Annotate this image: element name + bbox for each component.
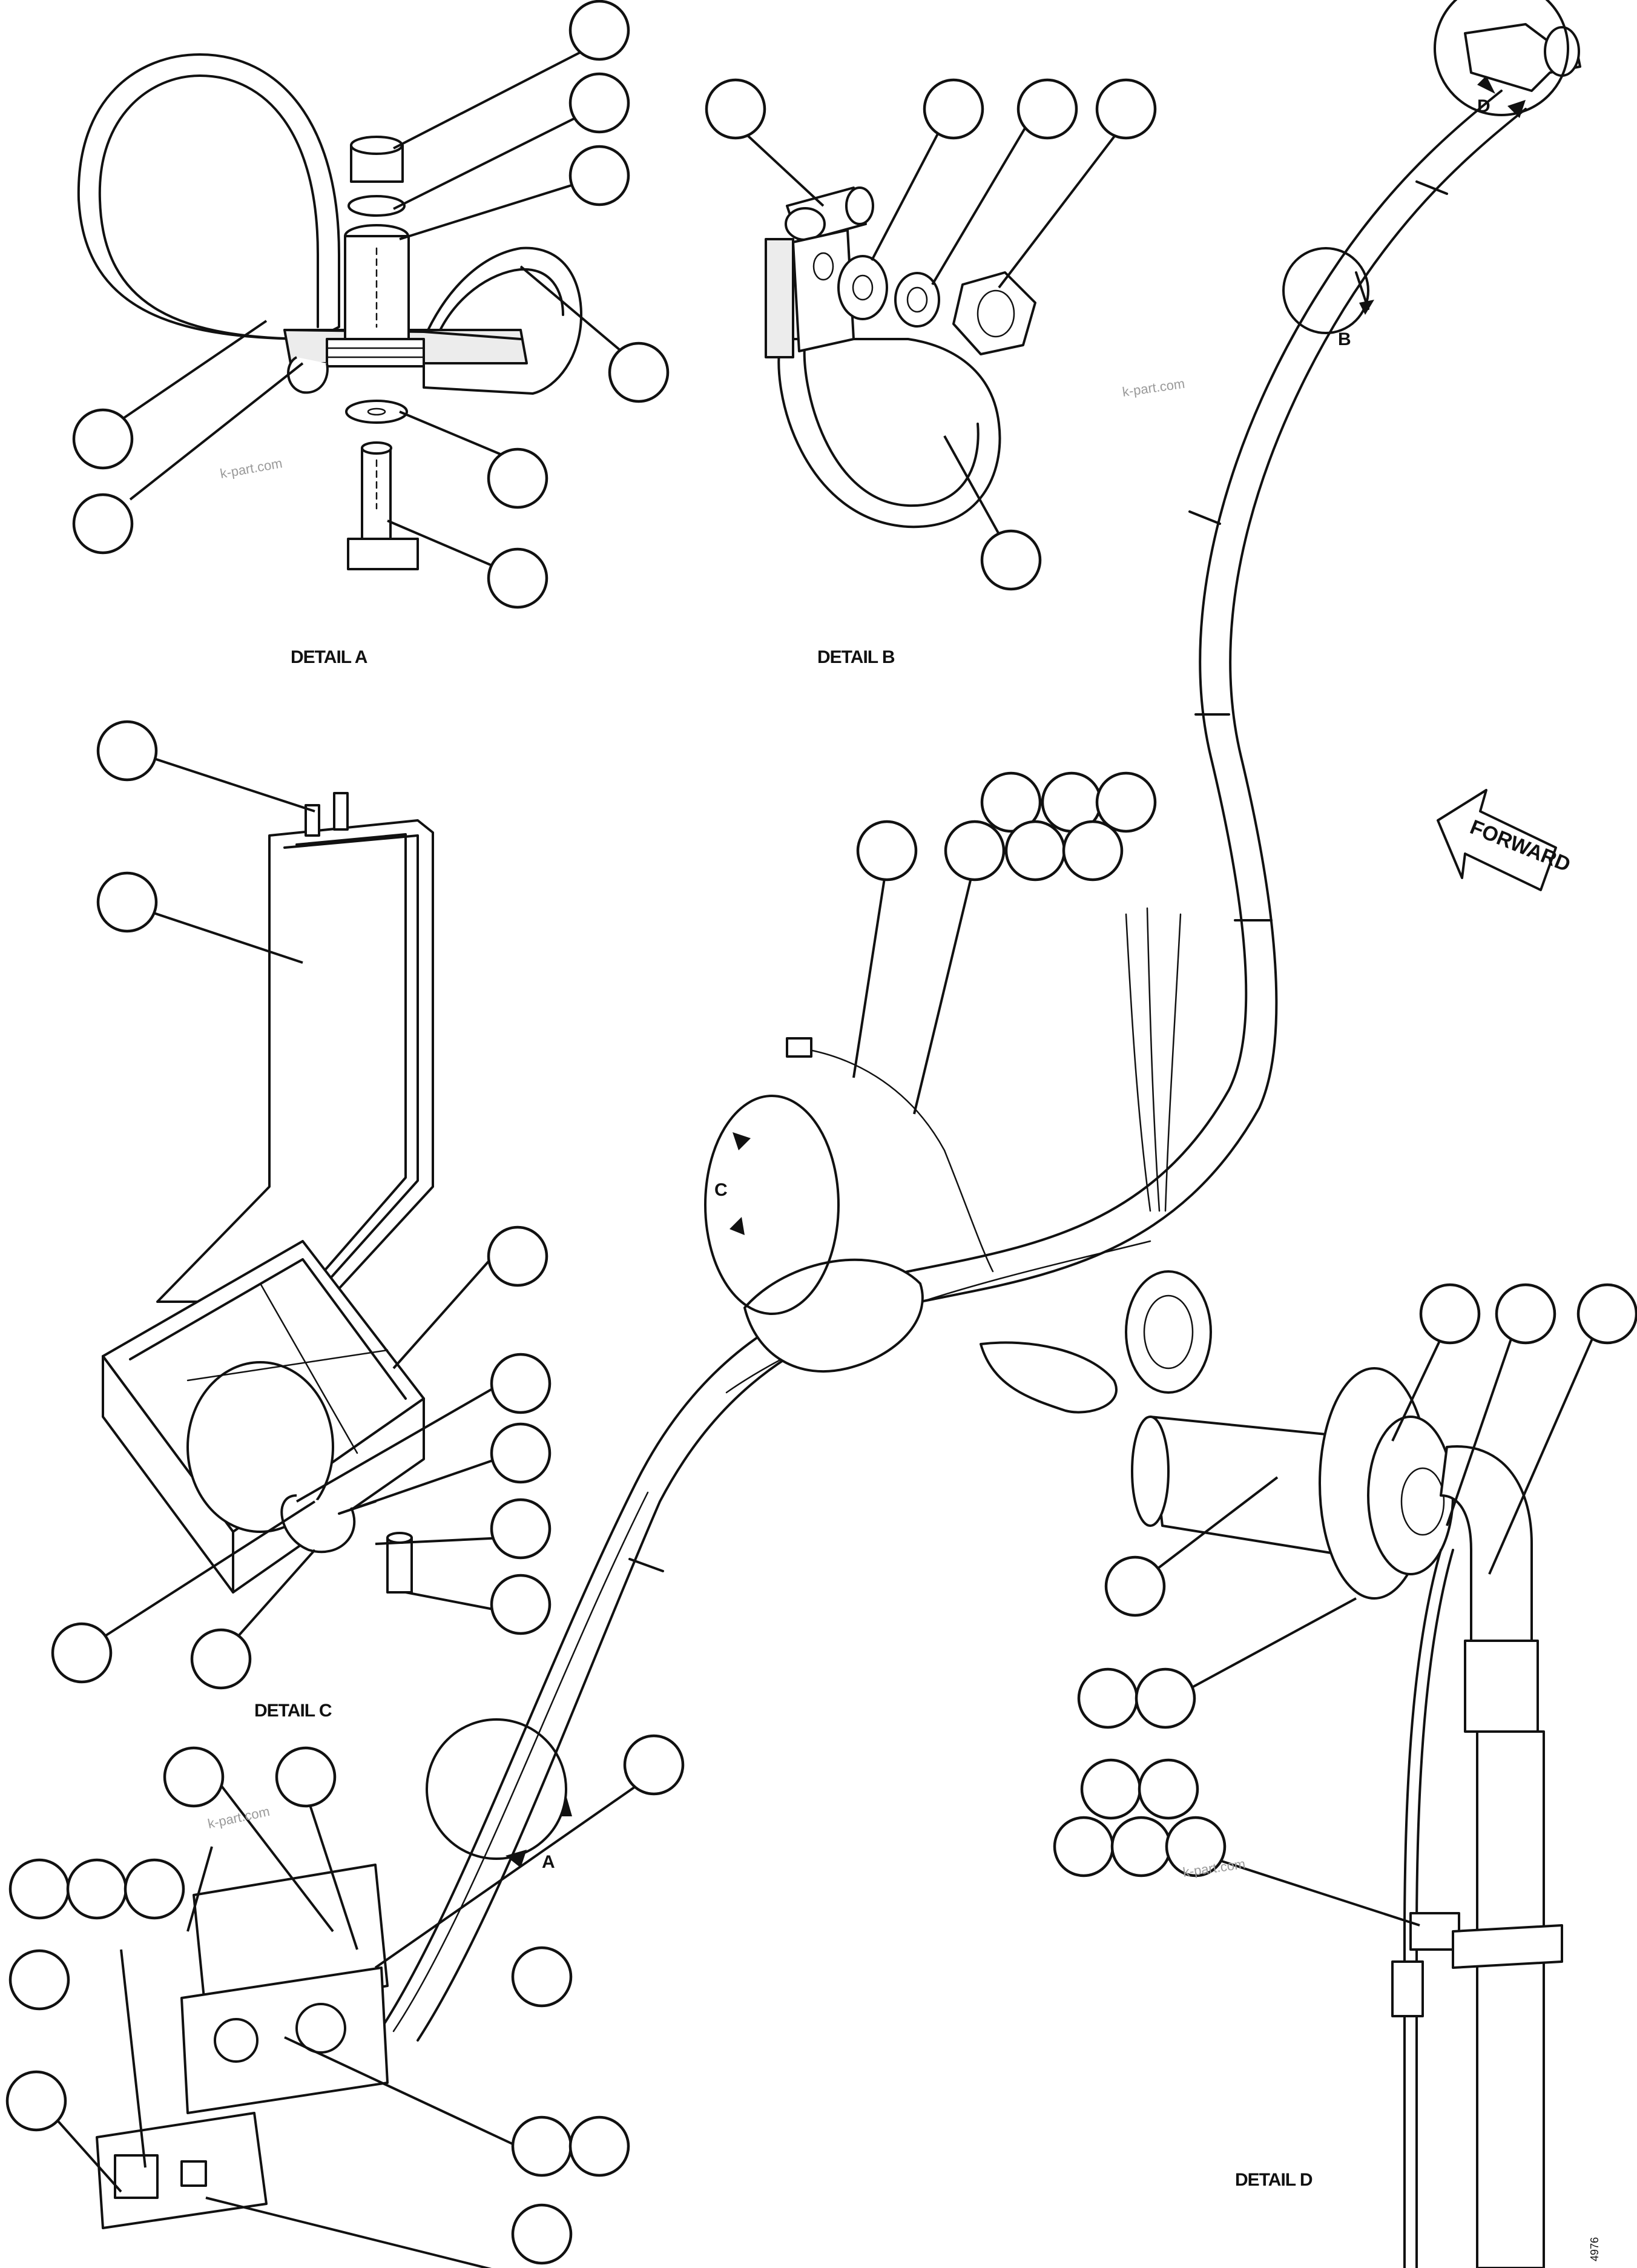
view-indicators: B D C A <box>426 0 1569 1872</box>
watermark: k-part.com <box>1121 376 1185 400</box>
caption-detail-c: DETAIL C <box>254 1701 332 1721</box>
caption-detail-d: DETAIL D <box>1235 2170 1313 2190</box>
detail-c <box>102 792 434 1594</box>
watermark: k-part.com <box>219 455 284 481</box>
view-letter-a: A <box>542 1852 555 1872</box>
view-circle-d <box>1434 0 1569 116</box>
view-circle-a <box>426 1718 567 1860</box>
main-harness <box>96 23 1581 2229</box>
detail-b <box>765 186 1036 529</box>
view-circle-b <box>1282 247 1369 334</box>
caption-detail-a: DETAIL A <box>291 647 367 667</box>
view-letter-b: B <box>1338 329 1351 349</box>
leader-lines <box>44 35 1596 2268</box>
caption-detail-b: DETAIL B <box>817 647 895 667</box>
detail-d <box>1131 1367 1563 2268</box>
view-circle-c <box>704 1095 840 1315</box>
drawing-reference: 4976 <box>1589 2237 1601 2261</box>
view-letter-c: C <box>714 1180 728 1200</box>
forward-arrow: FORWARD <box>1437 789 1573 891</box>
captions: DETAIL A DETAIL B DETAIL C DETAIL D <box>254 647 1313 2190</box>
view-letter-d: D <box>1477 96 1490 116</box>
callout-balloons <box>5 0 1637 2265</box>
